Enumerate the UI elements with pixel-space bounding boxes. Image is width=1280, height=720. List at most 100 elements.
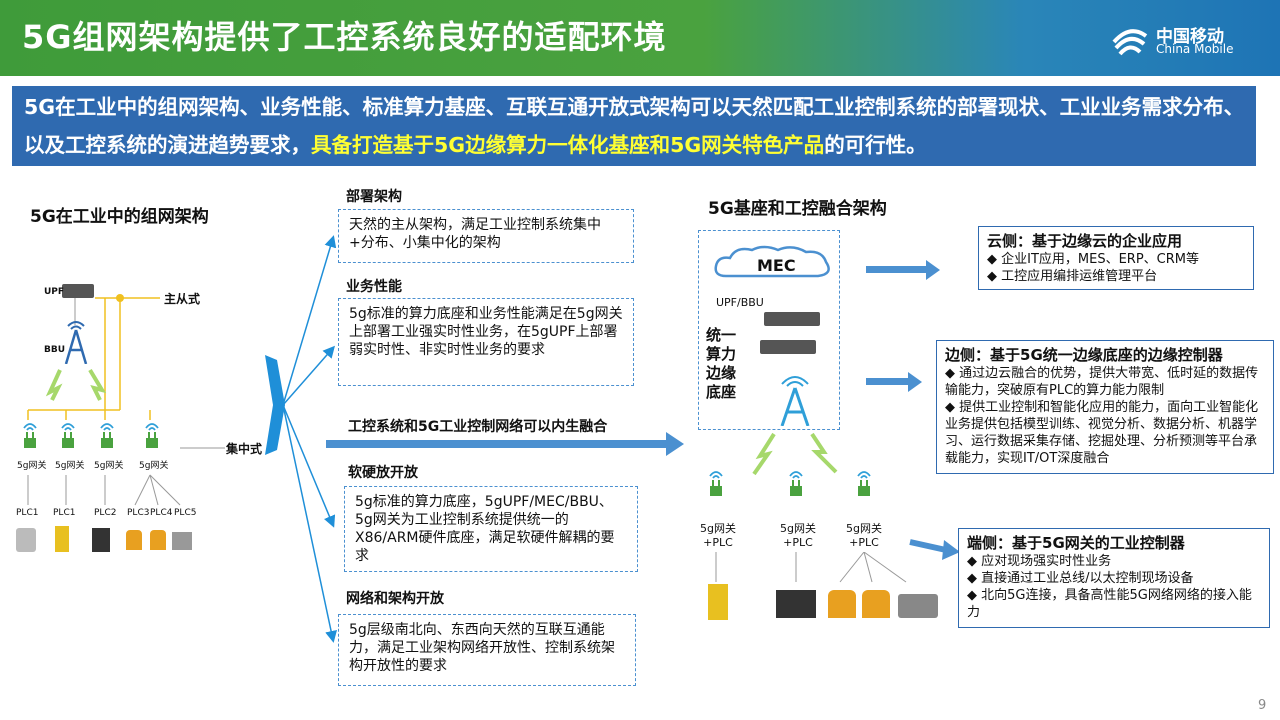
upf-label: UPF xyxy=(44,287,65,297)
edge-arrow xyxy=(866,372,922,392)
gateway-4 xyxy=(142,420,162,458)
title-bar xyxy=(0,0,1280,76)
plc-label-3: PLC2 xyxy=(94,508,117,518)
upf-server-icon xyxy=(62,284,94,298)
cloud-title: 云侧：基于边缘云的企业应用 xyxy=(987,232,1183,250)
merge-label: 工控系统和5G工业控制网络可以内生融合 xyxy=(348,419,608,435)
machine-icon-2 xyxy=(172,532,192,550)
gw-plc-label-line: +PLC xyxy=(783,536,813,549)
gateway-label-4: 5g网关 xyxy=(139,461,169,471)
summary-end: 的可行性。 xyxy=(824,133,927,157)
perf-box: 5g标准的算力底座和业务性能满足在5g网关上部署工业强实时性业务，在5gUPF上… xyxy=(338,298,634,386)
end-box: 端侧：基于5G网关的工业控制器 ◆ 应对现场强实时性业务 ◆ 直接通过工业总线/… xyxy=(958,528,1270,628)
mec-cloud-icon xyxy=(714,245,830,278)
gateway-3 xyxy=(97,420,117,458)
mec-label: MEC xyxy=(757,256,796,275)
plc-label-4: PLC3 xyxy=(127,508,150,518)
left-topology-lines xyxy=(27,290,225,506)
left-heading: 5G在工业中的组网架构 xyxy=(30,207,209,227)
summary-banner: 5G在工业中的组网架构、业务性能、标准算力基座、互联互通开放式架构可以天然匹配工… xyxy=(12,86,1256,166)
gateway-label-2: 5g网关 xyxy=(55,461,85,471)
gw-plc-label-line: 5g网关 xyxy=(700,522,736,535)
bbu-label: BBU xyxy=(44,345,66,355)
end-arrow xyxy=(909,539,960,560)
forklift-icon xyxy=(708,584,728,620)
summary-text: 5G在工业中的组网架构、业务性能、标准算力基座、互联互通开放式架构可以天然匹配工… xyxy=(24,95,1245,157)
unified-line-4: 底座 xyxy=(706,383,737,401)
deploy-box: 天然的主从架构，满足工业控制系统集中+分布、小集中化的架构 xyxy=(338,209,634,263)
forklift-icon xyxy=(55,526,69,552)
gateway-icon xyxy=(61,423,75,448)
machine-icon xyxy=(16,528,36,552)
machine-icon xyxy=(898,594,938,618)
bbu-tower-icon xyxy=(64,321,88,364)
gw-plc-label-line: 5g网关 xyxy=(846,522,882,535)
centralized-label: 集中式 xyxy=(226,442,263,456)
cloud-item-2: ◆ 工控应用编排运维管理平台 xyxy=(987,269,1158,284)
gateway-label-3: 5g网关 xyxy=(94,461,124,471)
plc-label-1: PLC1 xyxy=(16,508,39,518)
merge-arrow xyxy=(326,432,684,456)
end-device-links xyxy=(715,552,907,583)
open-title: 软硬放开放 xyxy=(348,465,418,481)
unified-line-2: 算力 xyxy=(706,345,737,363)
gateway-label-1: 5g网关 xyxy=(17,461,47,471)
page-number: 9 xyxy=(1258,698,1267,713)
gw-plc-3 xyxy=(852,468,876,506)
logo-cn: 中国移动 xyxy=(1156,27,1224,47)
plc-label-6: PLC5 xyxy=(174,508,197,518)
cloud-item-1: ◆ 企业IT应用，MES、ERP、CRM等 xyxy=(987,252,1199,267)
cnc-icon xyxy=(92,528,110,552)
gateway-icon xyxy=(145,423,159,448)
gateway-icon xyxy=(709,471,723,496)
fan-arrows xyxy=(265,235,337,643)
summary-highlight: 具备打造基于5G边缘算力一体化基座和5G网关特色产品 xyxy=(311,133,825,157)
base-tower-icon xyxy=(780,376,810,426)
robot-arm-icon-2 xyxy=(150,530,166,550)
gateway-icon xyxy=(100,423,114,448)
unified-line-1: 统一 xyxy=(706,326,737,344)
edge-title: 边侧：基于5G统一边缘底座的边缘控制器 xyxy=(945,346,1223,364)
edge-item-2: ◆ 提供工业控制和智能化应用的能力，面向工业智能化业务提供包括模型训练、视觉分析… xyxy=(945,400,1259,466)
gw-plc-1 xyxy=(704,468,728,506)
robot-arm-icon-2 xyxy=(862,590,890,618)
cnc-icon xyxy=(776,590,816,618)
upf-server-icon xyxy=(764,312,820,326)
deploy-title: 部署架构 xyxy=(346,189,402,205)
upf-bbu-label: UPF/BBU xyxy=(716,296,764,309)
wireless-bolts xyxy=(752,432,838,476)
bbu-server-icon xyxy=(760,340,816,354)
end-item-3: ◆ 北向5G连接，具备高性能5G网络网络的接入能力 xyxy=(967,588,1252,620)
net-title: 网络和架构开放 xyxy=(346,591,444,607)
gateway-1 xyxy=(20,420,40,458)
base-box xyxy=(698,230,840,430)
plc-label-2: PLC1 xyxy=(53,508,76,518)
master-slave-label: 主从式 xyxy=(164,292,201,306)
plc-label-5: PLC4 xyxy=(150,508,173,518)
unified-label: 统一 算力 边缘 底座 xyxy=(706,326,736,402)
china-mobile-logo: 中国移动 China Mobile xyxy=(1110,20,1270,60)
gw-plc-label-2: 5g网关+PLC xyxy=(780,522,816,550)
gw-plc-label-3: 5g网关+PLC xyxy=(846,522,882,550)
gateway-icon xyxy=(857,471,871,496)
gw-plc-label-1: 5g网关+PLC xyxy=(700,522,736,550)
gw-plc-label-line: +PLC xyxy=(703,536,733,549)
robot-arm-icon xyxy=(828,590,856,618)
gw-plc-2 xyxy=(784,468,808,506)
gw-plc-label-line: 5g网关 xyxy=(780,522,816,535)
robot-arm-icon xyxy=(126,530,142,550)
edge-box: 边侧：基于5G统一边缘底座的边缘控制器 ◆ 通过边云融合的优势，提供大带宽、低时… xyxy=(936,340,1274,474)
perf-title: 业务性能 xyxy=(346,279,402,295)
unified-line-3: 边缘 xyxy=(706,364,737,382)
right-heading: 5G基座和工控融合架构 xyxy=(708,199,887,219)
cloud-box: 云侧：基于边缘云的企业应用 ◆ 企业IT应用，MES、ERP、CRM等 ◆ 工控… xyxy=(978,226,1254,290)
net-box: 5g层级南北向、东西向天然的互联互通能力，满足工业架构网络开放性、控制系统架构开… xyxy=(338,614,636,686)
end-item-1: ◆ 应对现场强实时性业务 xyxy=(967,554,1112,569)
open-box: 5g标准的算力底座，5gUPF/MEC/BBU、5g网关为工业控制系统提供统一的… xyxy=(344,486,638,572)
page-title: 5G组网架构提供了工控系统良好的适配环境 xyxy=(22,18,667,56)
gateway-2 xyxy=(58,420,78,458)
end-item-2: ◆ 直接通过工业总线/以太控制现场设备 xyxy=(967,571,1194,586)
logo-en: China Mobile xyxy=(1156,42,1234,56)
gw-plc-label-line: +PLC xyxy=(849,536,879,549)
china-mobile-logo-icon xyxy=(1112,29,1148,56)
